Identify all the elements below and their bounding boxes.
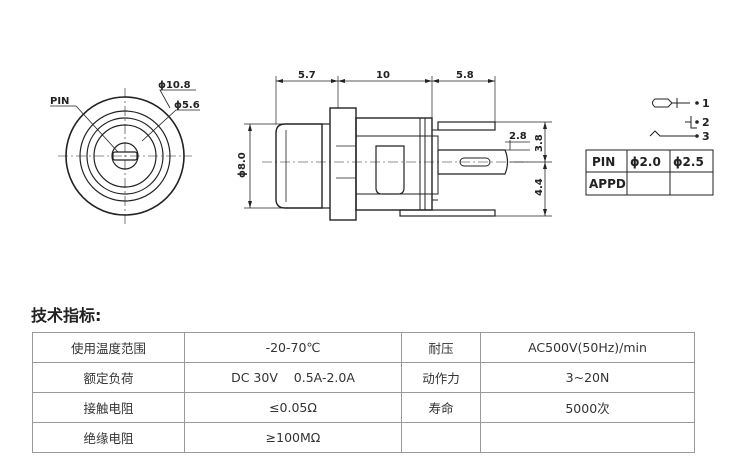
side-view bbox=[244, 76, 552, 221]
dim-body-length: 10 bbox=[376, 70, 390, 81]
table-row: 使用温度范围 -20-70℃ 耐压 AC500V(50Hz)/min bbox=[32, 332, 695, 363]
body-inner bbox=[355, 135, 433, 195]
dim-front-length: 5.7 bbox=[298, 70, 316, 81]
outer-ring bbox=[65, 96, 185, 216]
outer-diameter-label: ϕ10.8 bbox=[158, 80, 191, 91]
spec-label: 寿命 bbox=[401, 392, 481, 423]
center-pin-ring bbox=[111, 142, 139, 170]
pin-leader bbox=[50, 105, 119, 153]
dim-lower-height: 4.4 bbox=[534, 178, 545, 196]
pin-table bbox=[585, 149, 714, 196]
pin-table-header-d20: ϕ2.0 bbox=[630, 155, 661, 169]
dim-pin-offset: 2.8 bbox=[509, 131, 527, 142]
dim-height: ϕ8.0 bbox=[237, 152, 248, 178]
pin-table-row-appd: APPD bbox=[589, 177, 626, 191]
spec-value bbox=[480, 422, 695, 453]
ring-3 bbox=[86, 117, 164, 195]
spec-table: 使用温度范围 -20-70℃ 耐压 AC500V(50Hz)/min 额定负荷 … bbox=[32, 332, 695, 453]
spec-label: 耐压 bbox=[401, 332, 481, 363]
flange bbox=[329, 107, 357, 221]
table-row: 额定负荷 DC 30V 0.5A-2.0A 动作力 3~20N bbox=[32, 362, 695, 393]
lower-pin bbox=[399, 209, 496, 217]
rear-end bbox=[431, 135, 439, 195]
inner-diameter-leader bbox=[141, 109, 200, 142]
spec-label: 绝缘电阻 bbox=[32, 422, 185, 453]
spec-heading: 技术指标: bbox=[31, 306, 102, 325]
technical-drawing: PIN ϕ10.8 ϕ5.6 bbox=[50, 70, 714, 224]
spec-label: 使用温度范围 bbox=[32, 332, 185, 363]
center-terminal bbox=[437, 149, 509, 175]
spec-value: DC 30V 0.5A-2.0A bbox=[184, 362, 402, 393]
spec-value: -20-70℃ bbox=[184, 332, 402, 363]
table-row: 接触电阻 ≤0.05Ω 寿命 5000次 bbox=[32, 392, 695, 423]
inner-diameter-label: ϕ5.6 bbox=[174, 100, 200, 111]
pinout-markers bbox=[695, 101, 699, 138]
ring-4 bbox=[93, 124, 157, 188]
pin-number-3: 3 bbox=[702, 130, 710, 143]
body bbox=[355, 117, 433, 211]
spec-label: 接触电阻 bbox=[32, 392, 185, 423]
spec-value: ≥100MΩ bbox=[184, 422, 402, 453]
spec-label bbox=[401, 422, 481, 453]
ring-2 bbox=[79, 110, 171, 202]
dimension-arrows bbox=[248, 79, 547, 216]
spec-value: 5000次 bbox=[480, 392, 695, 423]
center-pin bbox=[112, 151, 138, 161]
plug-symbol bbox=[652, 98, 673, 108]
pin-table-header-pin: PIN bbox=[592, 155, 615, 169]
dim-pin-length: 5.8 bbox=[456, 70, 474, 81]
pin-number-2: 2 bbox=[702, 116, 710, 129]
upper-pin bbox=[437, 121, 496, 131]
pin-2-line bbox=[685, 121, 697, 129]
spec-value: ≤0.05Ω bbox=[184, 392, 402, 423]
pin-table-header-d25: ϕ2.5 bbox=[673, 155, 704, 169]
spec-value: 3~20N bbox=[480, 362, 695, 393]
front-view bbox=[50, 88, 200, 224]
center-terminal-slot bbox=[459, 157, 491, 167]
spec-label: 额定负荷 bbox=[32, 362, 185, 393]
center-sleeve bbox=[375, 145, 405, 195]
front-cap bbox=[275, 123, 323, 209]
pinout-schematic bbox=[649, 98, 697, 137]
dim-upper-height: 3.8 bbox=[534, 134, 545, 152]
spec-label: 动作力 bbox=[401, 362, 481, 393]
pin-number-1: 1 bbox=[702, 97, 710, 110]
table-row: 绝缘电阻 ≥100MΩ bbox=[32, 422, 695, 453]
outer-diameter-leader bbox=[159, 89, 196, 109]
spec-value: AC500V(50Hz)/min bbox=[480, 332, 695, 363]
pin-3-line bbox=[649, 130, 697, 137]
pin-label: PIN bbox=[50, 96, 69, 107]
